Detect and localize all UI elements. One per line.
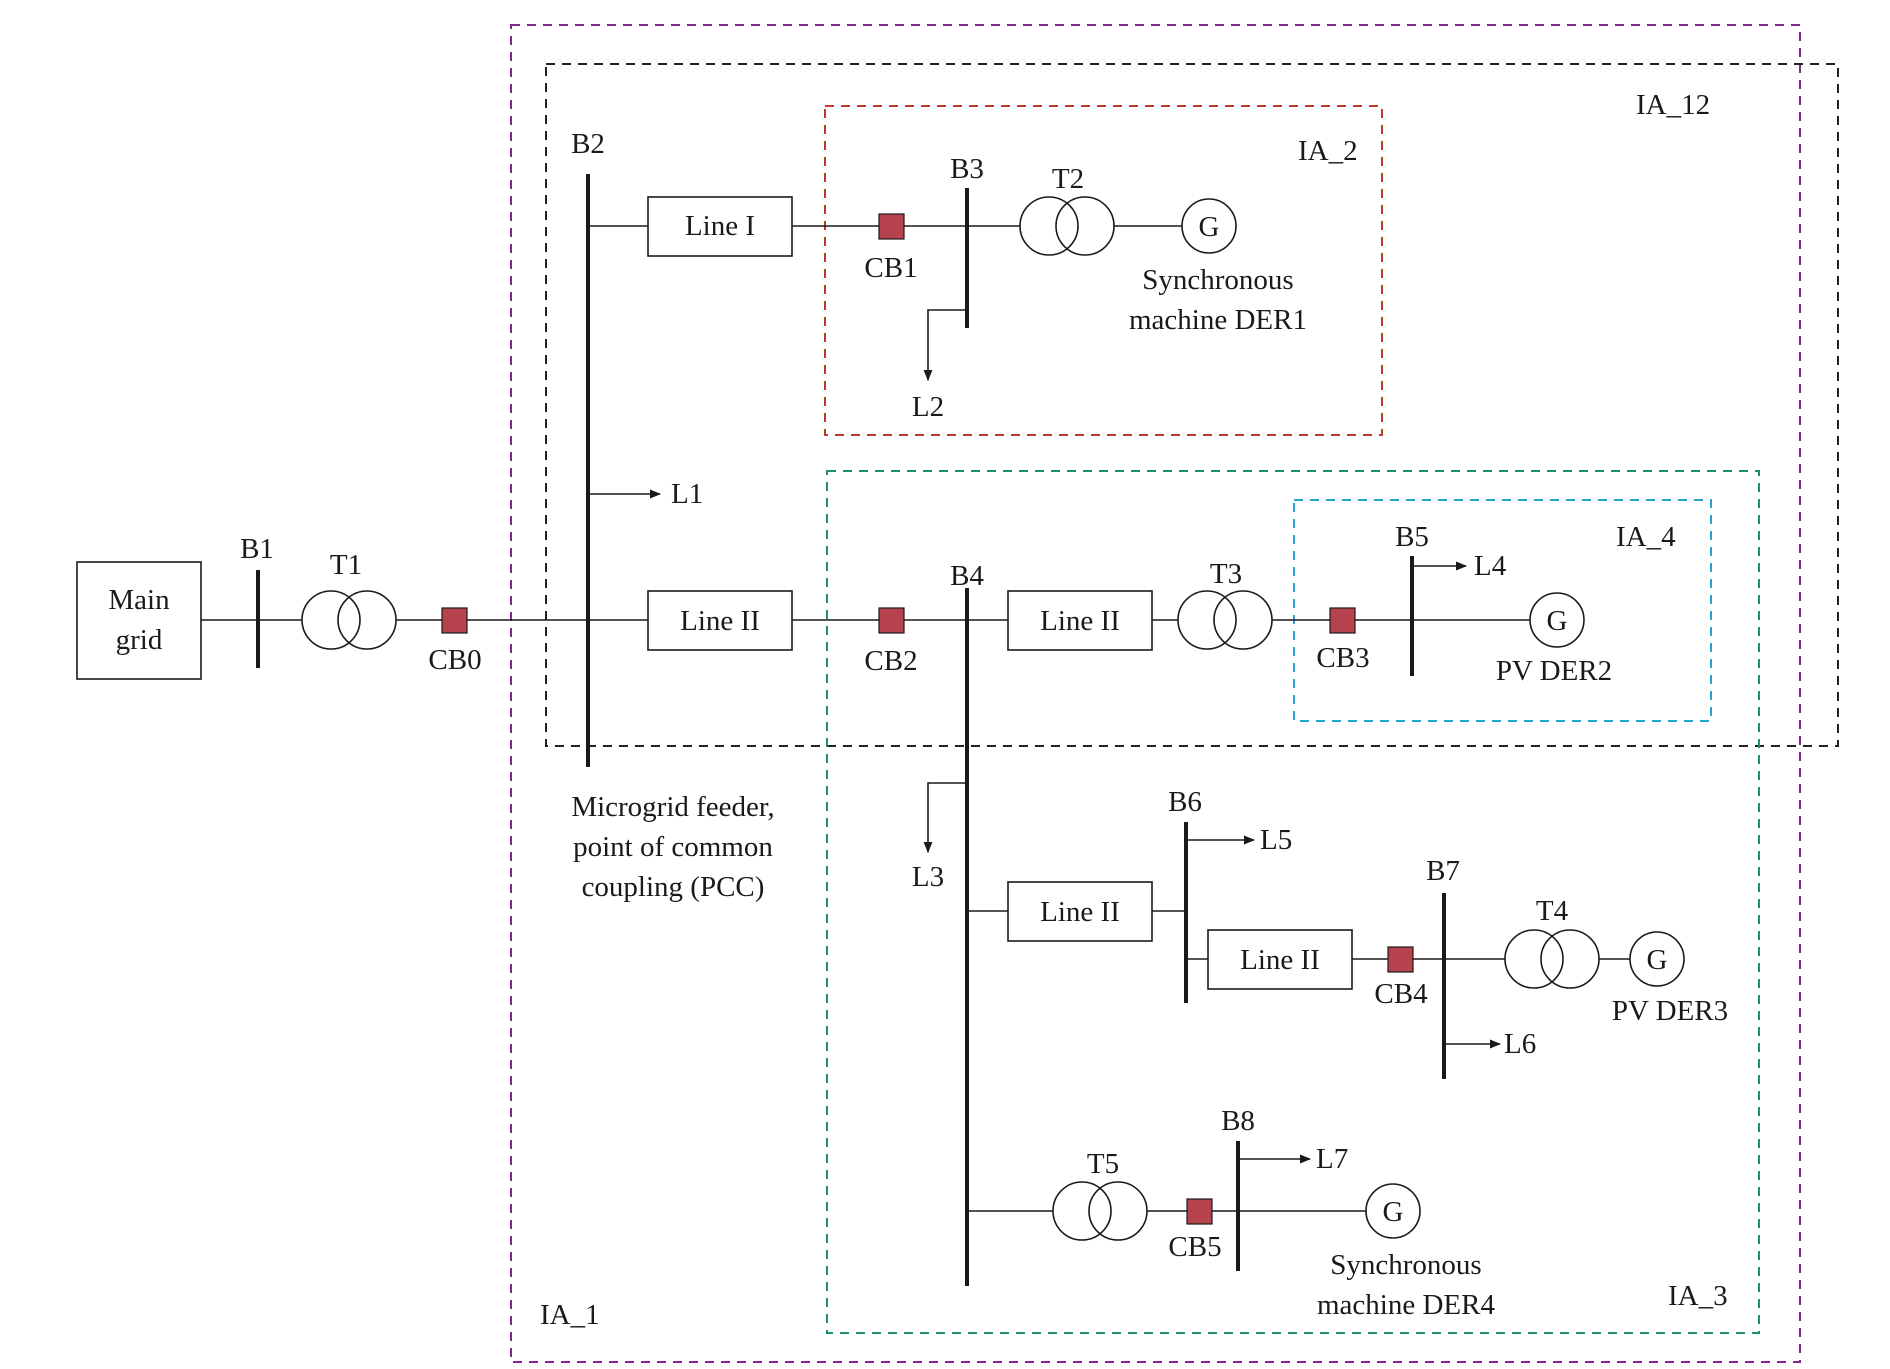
transformer-t4-primary — [1504, 929, 1564, 989]
bus-b4-label: B4 — [950, 560, 984, 592]
generator-der2-symbol: G — [1547, 605, 1568, 637]
generator-der4 — [1365, 1183, 1421, 1239]
bus-b3-label: B3 — [950, 153, 984, 185]
line-i-label: Line I — [685, 210, 755, 242]
zone-ia3-boundary — [826, 470, 1760, 1334]
line-ii-b2-b4-label: Line II — [680, 605, 760, 637]
load-l4-label: L4 — [1474, 550, 1507, 582]
load-l2-arrow — [923, 309, 967, 382]
breaker-cb2 — [878, 607, 905, 634]
main-grid-label-line2: grid — [116, 624, 163, 656]
breaker-cb2-label: CB2 — [864, 645, 917, 677]
bus-b6-label: B6 — [1168, 786, 1202, 818]
load-l1-label: L1 — [671, 478, 703, 510]
bus-b7-label: B7 — [1426, 855, 1460, 887]
main-grid-box — [76, 561, 202, 680]
bus-b2-label: B2 — [571, 128, 605, 160]
breaker-cb5-label: CB5 — [1168, 1231, 1221, 1263]
line-ii-b4-t3-label: Line II — [1040, 605, 1120, 637]
transformer-t3-label: T3 — [1210, 558, 1242, 590]
pcc-label-line3: coupling (PCC) — [582, 871, 765, 903]
line-ii-b6-b7-box — [1207, 929, 1353, 990]
generator-der4-symbol: G — [1383, 1196, 1404, 1228]
line-ii-b6-b7-label: Line II — [1240, 944, 1320, 976]
zone-ia2-label: IA_2 — [1298, 135, 1358, 167]
generator-der1-symbol: G — [1199, 211, 1220, 243]
breaker-cb5 — [1186, 1198, 1213, 1225]
bus-b5-label: B5 — [1395, 521, 1429, 553]
zone-ia12-boundary — [545, 63, 1839, 747]
transformer-t2-secondary — [1055, 196, 1115, 256]
breaker-cb0-label: CB0 — [428, 644, 481, 676]
generator-der2-label: PV DER2 — [1496, 655, 1612, 687]
breaker-cb4-label: CB4 — [1374, 978, 1428, 1010]
transformer-t2-primary — [1019, 196, 1079, 256]
generator-der3-symbol: G — [1647, 944, 1668, 976]
breaker-cb1 — [878, 213, 905, 240]
transformer-t1-primary — [301, 590, 361, 650]
line-ii-b2-b4-box — [647, 590, 793, 651]
transformer-t3-secondary — [1213, 590, 1273, 650]
transformer-t4-label: T4 — [1536, 895, 1569, 927]
load-l3-arrow — [923, 782, 967, 854]
breaker-cb3 — [1329, 607, 1356, 634]
generator-der4-label-line1: Synchronous — [1330, 1249, 1481, 1281]
breaker-cb0 — [441, 607, 468, 634]
line-ii-b4-t3-box — [1007, 590, 1153, 651]
transformer-t5-primary — [1052, 1181, 1112, 1241]
load-l6-label: L6 — [1504, 1028, 1536, 1060]
breaker-cb4 — [1387, 946, 1414, 973]
transformer-t4-secondary — [1540, 929, 1600, 989]
generator-der3 — [1629, 931, 1685, 987]
generator-der3-label: PV DER3 — [1612, 995, 1728, 1027]
generator-der2 — [1529, 592, 1585, 648]
zone-ia3-label: IA_3 — [1668, 1280, 1728, 1312]
transformer-t1-secondary — [337, 590, 397, 650]
breaker-cb1-label: CB1 — [864, 252, 917, 284]
pcc-label-line2: point of common — [573, 831, 773, 863]
generator-der1-label-line1: Synchronous — [1142, 264, 1293, 296]
bus-b8-label: B8 — [1221, 1105, 1255, 1137]
load-l7-label: L7 — [1316, 1143, 1348, 1175]
zone-ia1-boundary — [510, 24, 1801, 1363]
generator-der1 — [1181, 198, 1237, 254]
pcc-label-line1: Microgrid feeder, — [571, 791, 774, 823]
main-grid-label-line1: Main — [108, 584, 170, 616]
zone-ia4-label: IA_4 — [1616, 521, 1676, 553]
line-ii-b4-b6-label: Line II — [1040, 896, 1120, 928]
generator-der1-label-line2: machine DER1 — [1129, 304, 1307, 336]
zone-ia2-boundary — [824, 105, 1383, 436]
load-l5-label: L5 — [1260, 824, 1292, 856]
load-l2-label: L2 — [912, 391, 944, 423]
zone-ia4-boundary — [1293, 499, 1712, 722]
transformer-t2-label: T2 — [1052, 163, 1084, 195]
zone-ia12-label: IA_12 — [1636, 89, 1710, 121]
transformer-t1-label: T1 — [330, 549, 362, 581]
generator-der4-label-line2: machine DER4 — [1317, 1289, 1495, 1321]
breaker-cb3-label: CB3 — [1316, 642, 1369, 674]
load-l3-label: L3 — [912, 861, 944, 893]
zone-ia1-label: IA_1 — [540, 1299, 600, 1331]
line-i-box — [647, 196, 793, 257]
transformer-t5-label: T5 — [1087, 1148, 1119, 1180]
transformer-t5-secondary — [1088, 1181, 1148, 1241]
transformer-t3-primary — [1177, 590, 1237, 650]
bus-b1-label: B1 — [240, 533, 274, 565]
